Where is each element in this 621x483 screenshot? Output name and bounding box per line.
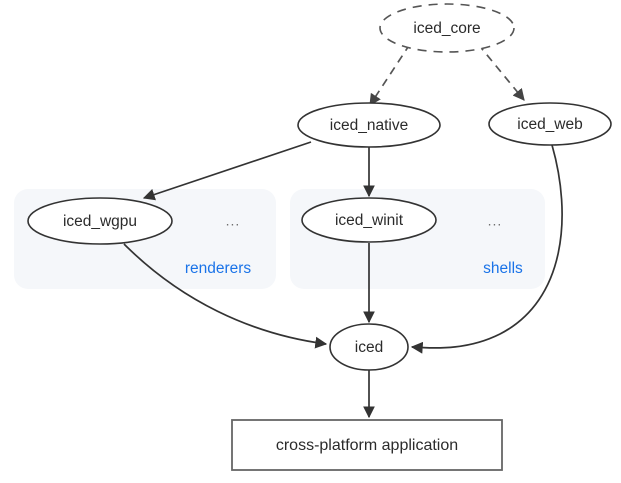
node-application[interactable]: cross-platform application — [231, 419, 503, 471]
edge-iced-core-to-iced-web — [477, 43, 525, 101]
node-iced[interactable]: iced — [329, 323, 409, 371]
node-application-label: cross-platform application — [276, 437, 458, 454]
renderers-ellipsis: ... — [226, 213, 241, 229]
node-iced-native[interactable]: iced_native — [297, 102, 441, 148]
node-iced-winit-shape[interactable] — [301, 197, 437, 243]
group-label-shells: shells — [483, 260, 523, 277]
node-iced-winit[interactable]: iced_winit — [301, 197, 437, 243]
node-iced-core-shape[interactable] — [379, 3, 515, 53]
node-application-shape[interactable] — [231, 419, 503, 471]
edge-iced-native-to-iced-wgpu — [142, 141, 312, 201]
node-iced-core[interactable]: iced_core — [379, 3, 515, 53]
edge-iced-core-to-iced-native — [369, 43, 411, 106]
node-iced-wgpu-shape[interactable] — [27, 197, 173, 245]
node-iced-native-shape[interactable] — [297, 102, 441, 148]
node-iced-web[interactable]: iced_web — [488, 102, 612, 146]
group-label-renderers: renderers — [185, 260, 252, 277]
edge-iced-web-to-iced — [410, 144, 563, 354]
edge-iced-wgpu-to-iced — [123, 243, 328, 349]
node-iced-wgpu[interactable]: iced_wgpu — [27, 197, 173, 245]
node-iced-shape[interactable] — [329, 323, 409, 371]
shells-ellipsis: ... — [488, 213, 503, 229]
node-iced-web-shape[interactable] — [488, 102, 612, 146]
